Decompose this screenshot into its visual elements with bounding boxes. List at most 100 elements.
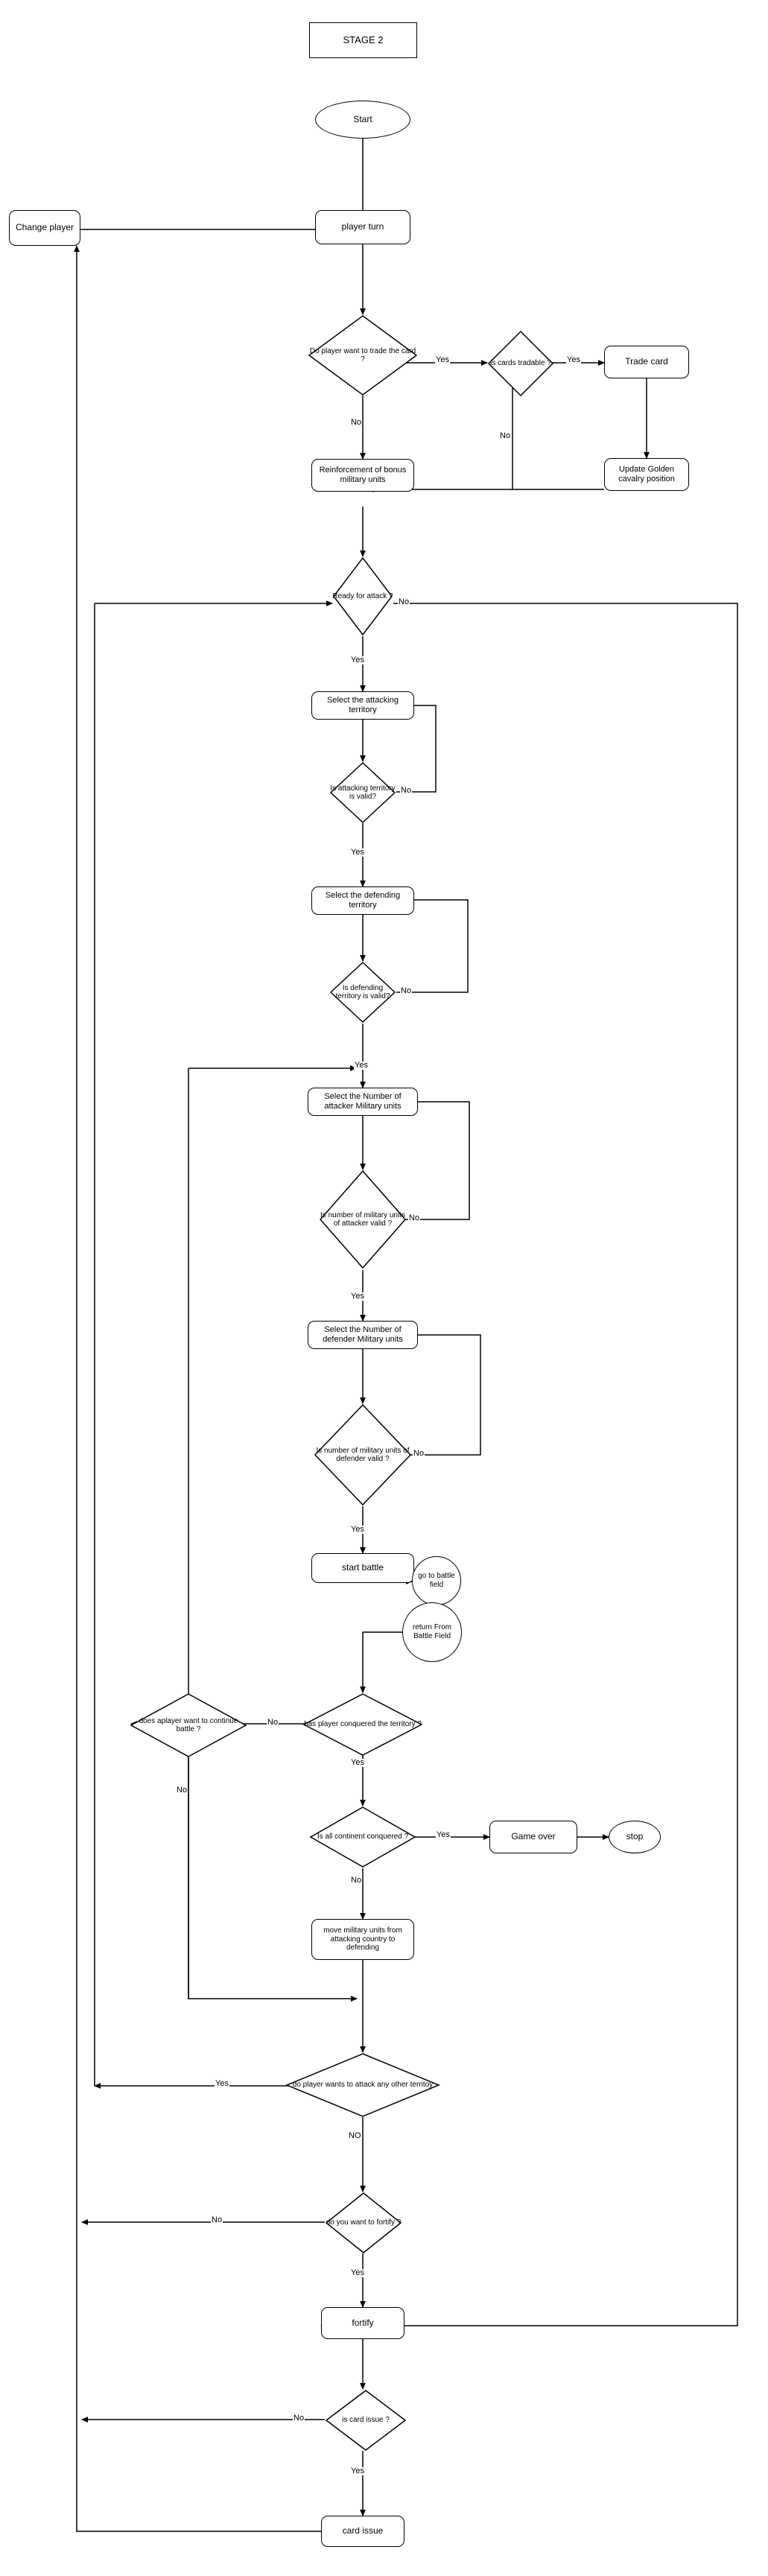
fortify-node[interactable]: fortify [321,2307,404,2339]
edge-label-attacker-units-no: No [408,1214,421,1222]
is-defender-units-valid-decision[interactable]: Is number of military units of defender … [314,1403,412,1506]
card-issue-label: card issue [342,2525,384,2537]
select-defending-territory-node[interactable]: Select the defending territory [311,886,414,915]
change-player-label: Change player [15,222,74,233]
edge-label-attacking-yes: Yes [350,848,365,857]
select-attacking-territory-node[interactable]: Select the attacking territory [311,691,414,720]
attack-other-territory-decision[interactable]: do player wants to attack any other terr… [285,2052,440,2118]
diamond-shape [320,1170,406,1269]
do-player-trade-decision[interactable]: Do player want to trade the card ? [308,314,418,396]
edge-label-defending-no: No [400,986,413,995]
start-battle-label: start battle [341,1562,384,1573]
game-over-label: Game over [511,1831,556,1842]
stop-node[interactable]: stop [609,1821,661,1853]
edge-label-tradable-yes: Yes [566,355,581,364]
edge-label-tradable-no: No [499,431,512,440]
want-fortify-label: do you want to fortify ? [326,2218,402,2227]
update-golden-cavalry-node[interactable]: Update Golden cavalry position [604,458,689,491]
return-from-battle-field-label: return From Battle Field [412,1623,452,1640]
is-attacker-units-valid-decision[interactable]: Is number of military units of attacker … [319,1170,407,1269]
is-attacking-valid-decision[interactable]: Is attacking territory is valid? [329,761,396,824]
is-all-continent-label: Is all continent conquered ? [317,1833,409,1841]
move-units-node[interactable]: move military units from attacking count… [311,1919,414,1960]
diamond-shape [487,330,554,397]
edge-label-conquered-no: No [267,1718,279,1727]
return-from-battle-field-node[interactable]: return From Battle Field [402,1602,462,1662]
is-defending-valid-decision[interactable]: Is defending territory is valid? [329,961,396,1024]
diamond-shape [329,761,396,824]
want-fortify-decision[interactable]: do you want to fortify ? [325,2192,402,2254]
diamond-shape [302,1693,423,1756]
is-attacker-units-valid-label: Is number of military units of attacker … [320,1211,405,1228]
select-defender-units-node[interactable]: Select the Number of defender Military u… [308,1321,418,1349]
select-attacking-territory-label: Select the attacking territory [326,696,399,714]
stage-title-box: STAGE 2 [309,22,417,58]
trade-card-label: Trade card [625,356,668,367]
edge-label-attacker-units-yes: Yes [350,1292,365,1301]
trade-card-node[interactable]: Trade card [604,346,689,378]
edge-label-attack-other-yes: Yes [215,2079,229,2088]
has-conquered-label: has player conquered the territory ? [304,1720,422,1729]
start-label: Start [353,113,372,124]
diamond-shape [329,961,396,1024]
do-player-trade-label: Do player want to trade the card ? [309,346,416,364]
is-cards-tradable-label: is cards tradable ? [490,359,551,368]
edge-label-defending-yes: Yes [354,1061,369,1070]
edge-label-attacking-no: No [400,786,413,795]
reinforcement-node[interactable]: Reinforcement of bonus military units [311,459,414,492]
continue-battle-decision[interactable]: does aplayer want to continue battle ? [130,1693,247,1758]
edge-label-ready-yes: Yes [350,656,365,664]
move-units-label: move military units from attacking count… [323,1926,402,1952]
edge-label-continent-no: No [350,1876,363,1885]
edge-label-trade-yes: Yes [435,355,450,364]
diamond-shape [314,1403,412,1506]
has-conquered-decision[interactable]: has player conquered the territory ? [302,1693,423,1757]
edge-label-continue-no: No [176,1786,188,1795]
edge-label-fortify-yes: Yes [350,2268,365,2277]
is-defending-valid-label: Is defending territory is valid? [335,983,390,1000]
start-battle-node[interactable]: start battle [311,1553,414,1583]
edge-label-continent-yes: Yes [436,1830,451,1839]
fortify-label: fortify [352,2317,374,2328]
edge-label-defender-units-yes: Yes [350,1525,365,1534]
select-defending-territory-label: Select the defending territory [325,891,401,910]
change-player-node[interactable]: Change player [9,210,80,246]
start-node[interactable]: Start [315,101,410,139]
select-defender-units-label: Select the Number of defender Military u… [323,1325,403,1344]
ready-for-attack-label: Ready for attack ? [332,591,393,600]
edge-label-fortify-no: No [211,2215,223,2224]
diamond-shape [325,2390,407,2451]
edge-label-defender-units-no: No [413,1449,425,1458]
reinforcement-label: Reinforcement of bonus military units [319,466,407,484]
is-card-issue-decision[interactable]: is card issue ? [325,2389,407,2452]
is-cards-tradable-decision[interactable]: is cards tradable ? [487,330,554,397]
stop-label: stop [626,1831,644,1842]
is-attacking-valid-label: Is attacking territory is valid? [330,784,396,801]
diamond-shape [308,315,418,396]
card-issue-node[interactable]: card issue [321,2516,404,2547]
diamond-shape [285,2053,440,2117]
edge-label-card-issue-yes: Yes [350,2466,365,2475]
select-attacker-units-node[interactable]: Select the Number of attacker Military u… [308,1088,418,1116]
edge-label-conquered-yes: Yes [350,1758,365,1767]
go-to-battle-field-node[interactable]: go to battle field [412,1556,461,1605]
diamond-shape [130,1693,247,1757]
continue-battle-label: does aplayer want to continue battle ? [139,1716,238,1733]
edge-label-attack-other-no: NO [348,2131,362,2140]
go-to-battle-field-label: go to battle field [418,1572,455,1589]
edge-label-trade-no: No [350,418,363,427]
update-golden-cavalry-label: Update Golden cavalry position [618,465,675,483]
player-turn-label: player turn [341,221,384,232]
stage-title-label: STAGE 2 [343,34,384,46]
diamond-shape [333,556,393,636]
is-all-continent-decision[interactable]: Is all continent conquered ? [309,1806,416,1868]
is-defender-units-valid-label: Is number of military units of defender … [316,1446,410,1463]
game-over-node[interactable]: Game over [489,1821,577,1853]
player-turn-node[interactable]: player turn [315,210,410,244]
ready-for-attack-decision[interactable]: Ready for attack ? [332,556,393,636]
attack-other-territory-label: do player wants to attack any other terr… [292,2081,434,2090]
select-attacker-units-label: Select the Number of attacker Military u… [324,1092,402,1111]
edge-label-ready-no: No [398,597,410,606]
is-card-issue-label: is card issue ? [342,2416,390,2425]
